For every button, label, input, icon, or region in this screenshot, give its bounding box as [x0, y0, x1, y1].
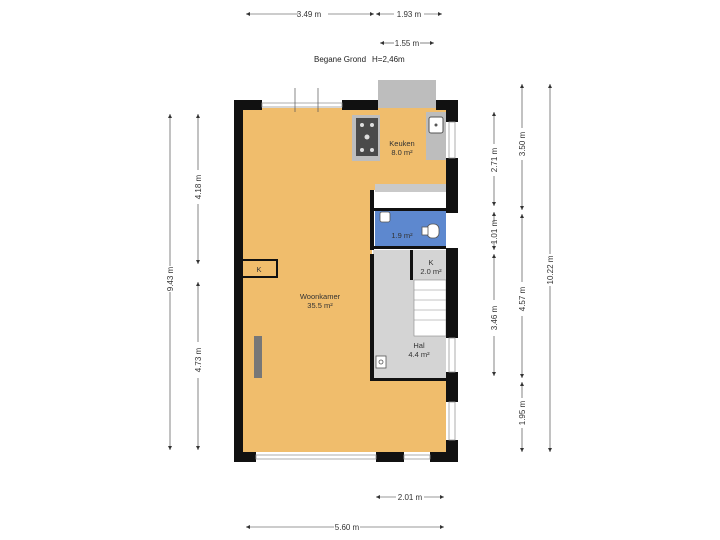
dim-right-keuken: 2.71 m — [490, 147, 499, 172]
toilet-area: 1.9 m² — [391, 231, 413, 240]
walls — [234, 100, 458, 462]
woonkamer-name: Woonkamer — [300, 292, 341, 301]
dim-right-upper: 3.50 m — [518, 131, 527, 156]
keuken-area: 8.0 m² — [391, 148, 413, 157]
dim-right-total: 10.22 m — [546, 255, 555, 284]
woonkamer-area: 35.5 m² — [307, 301, 333, 310]
stair — [413, 279, 447, 337]
washbasin-icon — [379, 211, 391, 223]
dim-bottom-total: 5.60 m — [335, 523, 360, 532]
meterkast-name: K — [256, 265, 261, 274]
dim-top-left: 3.49 m — [297, 10, 322, 19]
dim-right-middle: 4.57 m — [518, 286, 527, 311]
hal-name: Hal — [413, 341, 425, 350]
sink-icon — [428, 116, 444, 134]
hal-area: 4.4 m² — [408, 350, 430, 359]
dim-top-right: 1.93 m — [397, 10, 422, 19]
dim-right-lower: 1.95 m — [518, 400, 527, 425]
dim-bottom-hal: 2.01 m — [398, 493, 423, 502]
dim-top-porch: 1.55 m — [395, 39, 420, 48]
dim-left-total: 9.43 m — [166, 266, 175, 291]
hob-icon — [356, 118, 378, 156]
porch-area — [378, 80, 436, 110]
kitchen-counter-bottom — [375, 184, 446, 192]
dimension-ticks — [168, 12, 552, 529]
header-height-label: H=2,46m — [372, 55, 405, 64]
radiator — [254, 336, 262, 378]
kast-name: K — [428, 258, 433, 267]
header-floor-name: Begane Grond — [314, 55, 366, 64]
dim-right-hal: 3.46 m — [490, 305, 499, 330]
kast-area: 2.0 m² — [420, 267, 442, 276]
windows — [255, 102, 456, 460]
toilet-icon — [421, 223, 440, 239]
dim-left-upper: 4.18 m — [194, 174, 203, 199]
woonkamer-floor — [242, 108, 446, 452]
dim-left-lower: 4.73 m — [194, 347, 203, 372]
sliding-door-marks — [294, 88, 319, 112]
keuken-name: Keuken — [389, 139, 414, 148]
dim-right-toilet: 1.01 m — [490, 219, 499, 244]
boiler-icon — [375, 355, 387, 369]
